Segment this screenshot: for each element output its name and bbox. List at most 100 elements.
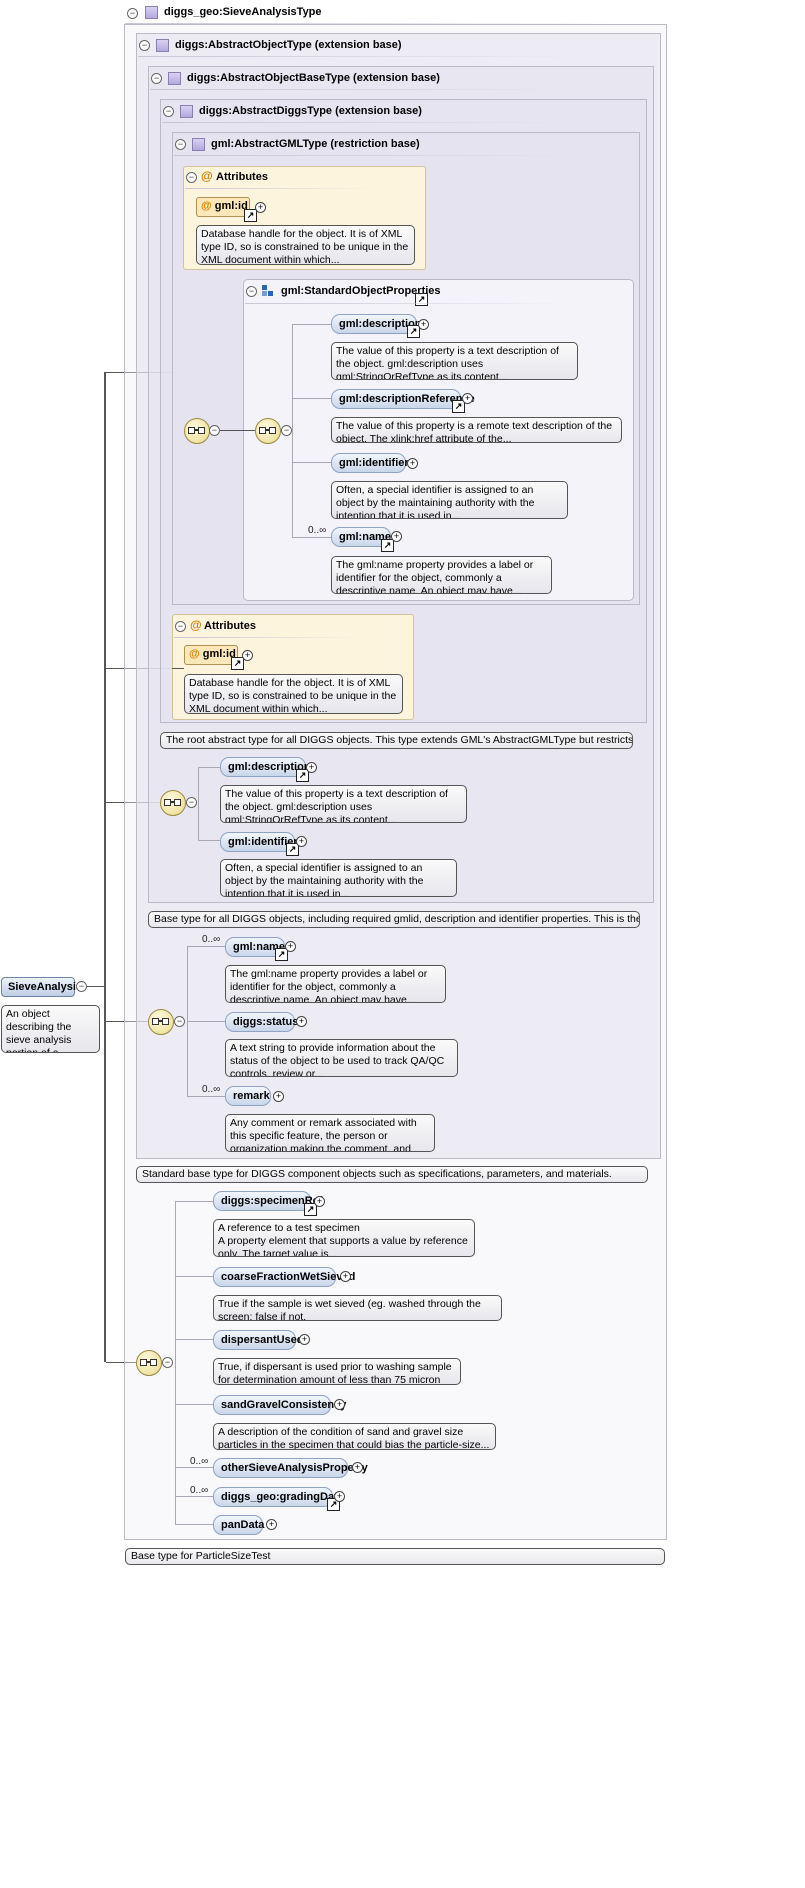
collapse-toggle-icon[interactable]: − <box>175 139 186 150</box>
cardinality-label: 0..∞ <box>190 1456 209 1467</box>
element-gml-identifier[interactable]: gml:identifier <box>220 832 298 852</box>
collapse-toggle-icon[interactable]: − <box>163 106 174 117</box>
attribute-at-icon: @ <box>190 618 202 632</box>
type-title-abstract-object-base: diggs:AbstractObjectBaseType (extension … <box>187 72 440 84</box>
element-gml-name[interactable]: gml:name <box>331 527 391 547</box>
reference-arrow-icon[interactable]: ↗ <box>275 948 288 961</box>
reference-arrow-icon[interactable]: ↗ <box>296 769 309 782</box>
element-gml-name[interactable]: gml:name <box>225 937 285 957</box>
expand-plus-icon[interactable]: + <box>242 650 253 661</box>
attribute-description: Database handle for the object. It is of… <box>196 225 415 265</box>
connector-line <box>198 767 220 768</box>
element-gml-description[interactable]: gml:description <box>220 757 311 777</box>
divider <box>245 303 565 304</box>
collapse-toggle-icon[interactable]: − <box>127 8 138 19</box>
expand-plus-icon[interactable]: + <box>391 531 402 542</box>
connector-line <box>175 1467 213 1468</box>
expand-plus-icon[interactable]: + <box>334 1491 345 1502</box>
collapse-toggle-icon[interactable]: − <box>175 621 186 632</box>
expand-plus-icon[interactable]: + <box>340 1271 351 1282</box>
expand-plus-icon[interactable]: + <box>407 458 418 469</box>
connector-line <box>198 840 220 841</box>
attribute-at-icon: @ <box>201 200 212 212</box>
collapse-toggle-icon[interactable]: − <box>281 425 292 436</box>
element-remark[interactable]: remark <box>225 1086 271 1106</box>
connector-line <box>175 1201 176 1524</box>
expand-plus-icon[interactable]: + <box>273 1091 284 1102</box>
expand-plus-icon[interactable]: + <box>296 836 307 847</box>
element-description: True, if dispersant is used prior to was… <box>213 1358 461 1385</box>
element-coarse-fraction-wet-sieved[interactable]: coarseFractionWetSieved <box>213 1267 355 1287</box>
element-dispersant-used[interactable]: dispersantUsed <box>213 1330 304 1350</box>
element-grading-data[interactable]: diggs_geo:gradingData <box>213 1487 344 1507</box>
sequence-compositor-icon[interactable] <box>184 418 210 444</box>
element-description: Often, a special identifier is assigned … <box>220 859 457 897</box>
attribute-gml-id[interactable]: @ gml:id <box>184 645 238 665</box>
element-gml-identifier[interactable]: gml:identifier <box>331 453 409 473</box>
expand-plus-icon[interactable]: + <box>296 1016 307 1027</box>
element-sand-gravel-consistency[interactable]: sandGravelConsistency <box>213 1395 346 1415</box>
collapse-toggle-icon[interactable]: − <box>209 425 220 436</box>
connector-line <box>292 324 293 538</box>
reference-arrow-icon[interactable]: ↗ <box>244 209 257 222</box>
collapse-toggle-icon[interactable]: − <box>246 286 257 297</box>
collapse-toggle-icon[interactable]: − <box>139 40 150 51</box>
connector-line <box>292 324 331 325</box>
group-title-standard-object-properties: gml:StandardObjectProperties <box>281 285 441 297</box>
expand-plus-icon[interactable]: + <box>314 1196 325 1207</box>
connector-line <box>87 986 106 987</box>
sequence-compositor-icon[interactable] <box>148 1009 174 1035</box>
element-gml-description-reference[interactable]: gml:descriptionReference <box>331 389 475 409</box>
reference-arrow-icon[interactable]: ↗ <box>381 539 394 552</box>
complex-type-icon <box>192 138 205 151</box>
expand-plus-icon[interactable]: + <box>255 202 266 213</box>
connector-line <box>175 1404 213 1405</box>
divider <box>125 23 625 24</box>
root-element-sieve-analysis[interactable]: SieveAnalysis <box>1 977 82 997</box>
reference-arrow-icon[interactable]: ↗ <box>286 843 299 856</box>
element-diggs-status[interactable]: diggs:status <box>225 1012 298 1032</box>
reference-arrow-icon[interactable]: ↗ <box>407 325 420 338</box>
connector-line <box>292 462 331 463</box>
element-gml-description[interactable]: gml:description <box>331 314 422 334</box>
divider <box>150 89 570 90</box>
expand-plus-icon[interactable]: + <box>285 941 296 952</box>
element-description: True if the sample is wet sieved (eg. wa… <box>213 1295 502 1321</box>
expand-plus-icon[interactable]: + <box>306 762 317 773</box>
connector-line <box>187 946 225 947</box>
element-description: The gml:name property provides a label o… <box>331 556 552 594</box>
element-pan-data[interactable]: panData <box>213 1515 264 1535</box>
type-title-sieve-analysis: diggs_geo:SieveAnalysisType <box>164 6 322 18</box>
expand-plus-icon[interactable]: + <box>334 1399 345 1410</box>
sequence-compositor-icon[interactable] <box>136 1350 162 1376</box>
collapse-toggle-icon[interactable]: − <box>174 1016 185 1027</box>
element-specimen-ref[interactable]: diggs:specimenRef <box>213 1191 322 1211</box>
type-annotation: Base type for all DIGGS objects, includi… <box>148 911 640 928</box>
element-description: Any comment or remark associated with th… <box>225 1114 435 1152</box>
collapse-toggle-icon[interactable]: − <box>151 73 162 84</box>
divider <box>162 122 572 123</box>
collapse-toggle-icon[interactable]: − <box>162 1357 173 1368</box>
reference-arrow-icon[interactable]: ↗ <box>415 293 428 306</box>
connector-line <box>106 802 160 803</box>
expand-plus-icon[interactable]: + <box>266 1519 277 1530</box>
connector-line <box>220 430 255 431</box>
attributes-title: Attributes <box>204 620 256 632</box>
element-description: A description of the condition of sand a… <box>213 1423 496 1450</box>
reference-arrow-icon[interactable]: ↗ <box>304 1203 317 1216</box>
attribute-gml-id[interactable]: @ gml:id <box>196 197 250 217</box>
element-other-sieve-analysis-property[interactable]: otherSieveAnalysisProperty <box>213 1458 368 1478</box>
reference-arrow-icon[interactable]: ↗ <box>231 657 244 670</box>
expand-plus-icon[interactable]: + <box>418 319 429 330</box>
expand-plus-icon[interactable]: + <box>299 1334 310 1345</box>
collapse-toggle-icon[interactable]: − <box>186 797 197 808</box>
sequence-compositor-icon[interactable] <box>255 418 281 444</box>
type-title-abstract-gml: gml:AbstractGMLType (restriction base) <box>211 138 420 150</box>
collapse-toggle-icon[interactable]: − <box>186 172 197 183</box>
reference-arrow-icon[interactable]: ↗ <box>452 400 465 413</box>
expand-plus-icon[interactable]: + <box>462 393 473 404</box>
collapse-toggle-icon[interactable]: − <box>76 981 87 992</box>
connector-line <box>175 1496 213 1497</box>
expand-plus-icon[interactable]: + <box>352 1462 363 1473</box>
sequence-compositor-icon[interactable] <box>160 790 186 816</box>
